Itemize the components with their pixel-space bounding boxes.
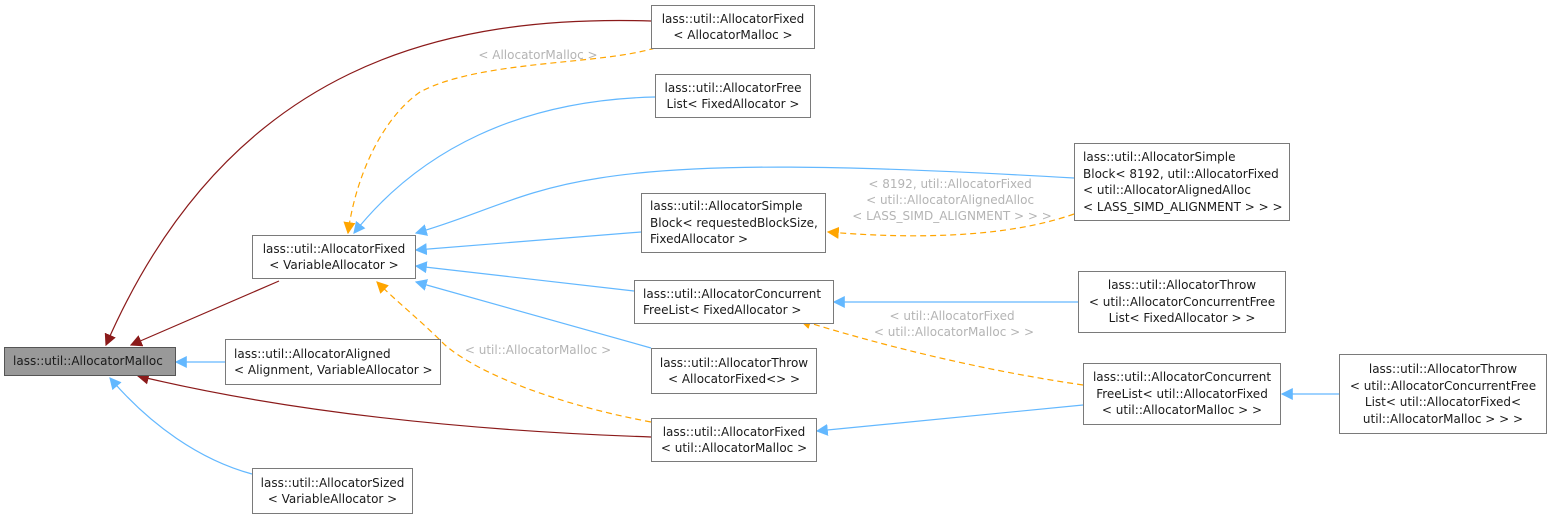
edge-template-fixed-util-malloc bbox=[376, 281, 652, 423]
node-label-line: < AllocatorMalloc > bbox=[673, 28, 793, 42]
node-allocator-simple-block-requested[interactable]: lass::util::AllocatorSimple Block< reque… bbox=[641, 193, 826, 253]
node-label-line: lass::util::AllocatorThrow bbox=[659, 355, 809, 370]
node-label-line: < LASS_SIMD_ALIGNMENT > > > bbox=[1083, 199, 1283, 214]
edge-freelist-to-fixed-variable bbox=[353, 96, 656, 234]
node-label-line: lass::util::AllocatorMalloc bbox=[13, 354, 163, 369]
node-allocator-sized[interactable]: lass::util::AllocatorSized < VariableAll… bbox=[252, 468, 413, 514]
edge-fixed-util-malloc-to-malloc bbox=[136, 372, 652, 438]
edge-simple-8192-to-fixed-variable bbox=[414, 166, 1075, 236]
node-allocator-concurrent-freelist-util-fixed[interactable]: lass::util::AllocatorConcurrent FreeList… bbox=[1083, 363, 1281, 425]
node-label-line: lass::util::AllocatorThrow bbox=[1107, 278, 1257, 293]
node-label-line: lass::util::AllocatorSized bbox=[260, 475, 405, 490]
edge-label-line: < util::AllocatorMalloc > bbox=[465, 343, 611, 357]
node-label-line: List< util::AllocatorFixed< bbox=[1364, 395, 1522, 409]
edge-label-line: < 8192, util::AllocatorFixed bbox=[868, 177, 1031, 191]
edge-label-simd-8192: < 8192, util::AllocatorFixed < util::All… bbox=[852, 177, 1052, 223]
node-allocator-fixed-variable[interactable]: lass::util::AllocatorFixed < VariableAll… bbox=[252, 235, 416, 279]
node-label-line: < VariableAllocator > bbox=[267, 492, 398, 506]
node-label-line: FixedAllocator > bbox=[650, 232, 749, 247]
edge-label-line: < AllocatorMalloc > bbox=[478, 48, 597, 62]
node-label-line: util::AllocatorMalloc > > > bbox=[1362, 411, 1524, 426]
node-allocator-fixed-allocator-malloc[interactable]: lass::util::AllocatorFixed < AllocatorMa… bbox=[651, 5, 815, 49]
node-label-line: < util::AllocatorMalloc > > bbox=[1101, 403, 1263, 418]
node-allocator-fixed-util-malloc[interactable]: lass::util::AllocatorFixed < util::Alloc… bbox=[651, 418, 817, 462]
edge-template-concurrent-util bbox=[798, 317, 1084, 386]
edge-fixed-variable-to-malloc bbox=[129, 280, 280, 347]
node-allocator-throw-concurrent-fixed[interactable]: lass::util::AllocatorThrow < util::Alloc… bbox=[1078, 271, 1286, 333]
node-label-line: lass::util::AllocatorSimple bbox=[1083, 150, 1236, 164]
node-label-line: < util::AllocatorConcurrentFree bbox=[1088, 294, 1276, 309]
edge-concurrent-fixed-to-fixed-variable bbox=[414, 261, 635, 292]
edge-label-line: < util::AllocatorFixed bbox=[889, 309, 1014, 323]
node-label-line: List< FixedAllocator > > bbox=[1108, 311, 1256, 326]
node-allocator-malloc: lass::util::AllocatorMalloc bbox=[4, 347, 176, 376]
edge-label-allocator-malloc: < AllocatorMalloc > bbox=[478, 48, 597, 62]
edge-throw-fixed-to-fixed-variable bbox=[414, 279, 652, 349]
node-label-line: lass::util::AllocatorFixed bbox=[262, 241, 406, 256]
node-label-line: lass::util::AllocatorAligned bbox=[234, 346, 391, 361]
node-label-line: lass::util::AllocatorConcurrent bbox=[1092, 370, 1272, 385]
node-allocator-throw-concurrent-util[interactable]: lass::util::AllocatorThrow < util::Alloc… bbox=[1339, 354, 1547, 434]
edge-label-line: < util::AllocatorMalloc > > bbox=[874, 325, 1034, 339]
node-label-line: < Alignment, VariableAllocator > bbox=[234, 363, 433, 377]
node-label-line: < util::AllocatorConcurrentFree bbox=[1349, 378, 1537, 393]
edge-label-line: < util::AllocatorAlignedAlloc bbox=[866, 193, 1034, 207]
edge-template-simple-8192 bbox=[826, 213, 1075, 239]
node-allocator-concurrent-freelist-fixed[interactable]: lass::util::AllocatorConcurrent FreeList… bbox=[634, 280, 834, 324]
node-allocator-freelist-fixed[interactable]: lass::util::AllocatorFree List< FixedAll… bbox=[655, 74, 811, 118]
node-label-line: Block< requestedBlockSize, bbox=[650, 215, 818, 230]
node-allocator-throw-fixed[interactable]: lass::util::AllocatorThrow < AllocatorFi… bbox=[651, 348, 817, 394]
node-label-line: lass::util::AllocatorThrow bbox=[1368, 362, 1518, 376]
node-label-line: < util::AllocatorMalloc > bbox=[660, 441, 808, 455]
edge-simple-req-to-fixed-variable bbox=[414, 231, 642, 256]
edge-fixed-malloc-top-to-malloc bbox=[104, 19, 652, 347]
node-label-line: lass::util::AllocatorConcurrent bbox=[643, 286, 822, 301]
node-label-line: lass::util::AllocatorFree bbox=[664, 80, 802, 95]
edge-concurrent-util-to-fixed-util-malloc bbox=[815, 404, 1084, 436]
node-label-line: Block< 8192, util::AllocatorFixed bbox=[1083, 166, 1279, 181]
node-allocator-simple-block-8192[interactable]: lass::util::AllocatorSimple Block< 8192,… bbox=[1074, 143, 1290, 221]
node-label-line: < AllocatorFixed<> > bbox=[667, 372, 801, 386]
node-label-line: lass::util::AllocatorFixed bbox=[662, 424, 806, 439]
node-label-line: lass::util::AllocatorFixed bbox=[661, 11, 805, 26]
node-label-line: < util::AllocatorAlignedAlloc bbox=[1083, 183, 1251, 197]
edge-sized-to-malloc bbox=[109, 377, 253, 475]
edge-label-line: < LASS_SIMD_ALIGNMENT > > > bbox=[852, 209, 1052, 223]
edge-template-fixed-malloc-top bbox=[343, 47, 656, 235]
node-label-line: lass::util::AllocatorSimple bbox=[650, 199, 803, 214]
node-label-line: FreeList< util::AllocatorFixed bbox=[1096, 386, 1268, 401]
edge-label-util-malloc: < util::AllocatorMalloc > bbox=[465, 343, 611, 357]
node-label-line: < VariableAllocator > bbox=[269, 258, 399, 272]
node-label-line: List< FixedAllocator > bbox=[666, 97, 800, 111]
edge-label-util-fixed-malloc: < util::AllocatorFixed < util::Allocator… bbox=[874, 309, 1034, 339]
node-allocator-aligned[interactable]: lass::util::AllocatorAligned < Alignment… bbox=[225, 339, 441, 385]
node-label-line: FreeList< FixedAllocator > bbox=[643, 303, 802, 317]
